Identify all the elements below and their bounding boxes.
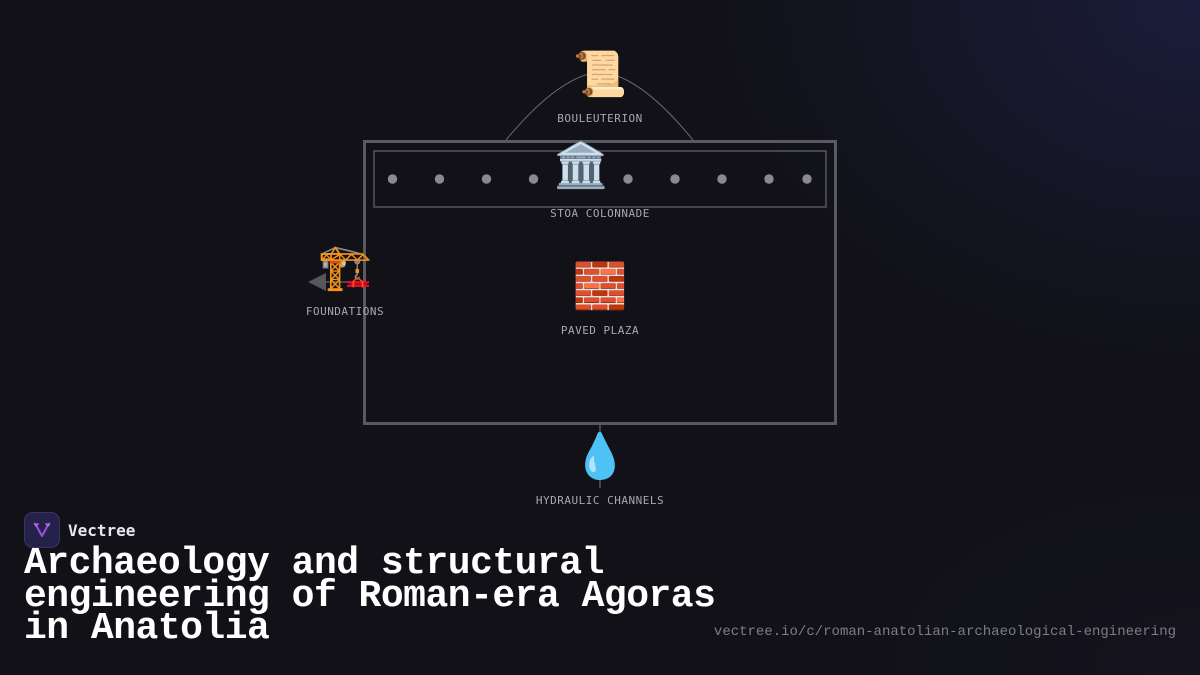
column-dot <box>623 174 633 184</box>
scroll-icon: 📜 <box>572 49 628 100</box>
column-dot <box>575 174 586 184</box>
node-label-stoa: STOA COLONNADE <box>550 207 650 220</box>
column-dot <box>802 174 812 184</box>
column-dot <box>528 174 539 184</box>
construction-crane-icon: 🏗️ <box>317 242 373 293</box>
column-dot <box>717 174 727 184</box>
node-label-foundations: FOUNDATIONS <box>305 305 385 318</box>
column-dot <box>764 174 774 184</box>
column-dot <box>670 174 680 184</box>
brand: Vectree <box>24 512 135 548</box>
title-line: engineering of Roman-era Agoras <box>24 574 716 618</box>
vectree-logo-icon <box>24 512 60 548</box>
brick-icon: 🧱 <box>572 261 628 312</box>
node-label-plaza: PAVED PLAZA <box>560 324 640 337</box>
title-line: in Anatolia <box>24 607 270 650</box>
stoa-outline <box>373 150 827 208</box>
column-dot <box>481 174 492 184</box>
page-title: Archaeology and structural engineering o… <box>24 542 744 650</box>
title-line: Archaeology and structural <box>24 542 604 585</box>
classical-building-icon: 🏛️ <box>553 140 609 191</box>
brand-name: Vectree <box>68 520 136 540</box>
node-label-hydraulic: HYDRAULIC CHANNELS <box>535 494 665 507</box>
page-url-link[interactable]: vectree.io/c/roman-anatolian-archaeologi… <box>713 624 1176 640</box>
column-dot <box>434 174 445 184</box>
foundation-arrow-icon <box>308 273 326 291</box>
column-dot <box>387 174 398 184</box>
node-label-bouleuterion: BOULEUTERION <box>557 112 643 125</box>
droplet-icon: 💧 <box>572 431 628 482</box>
colonnade-columns <box>387 174 812 184</box>
bouleuterion-arc <box>505 71 694 141</box>
